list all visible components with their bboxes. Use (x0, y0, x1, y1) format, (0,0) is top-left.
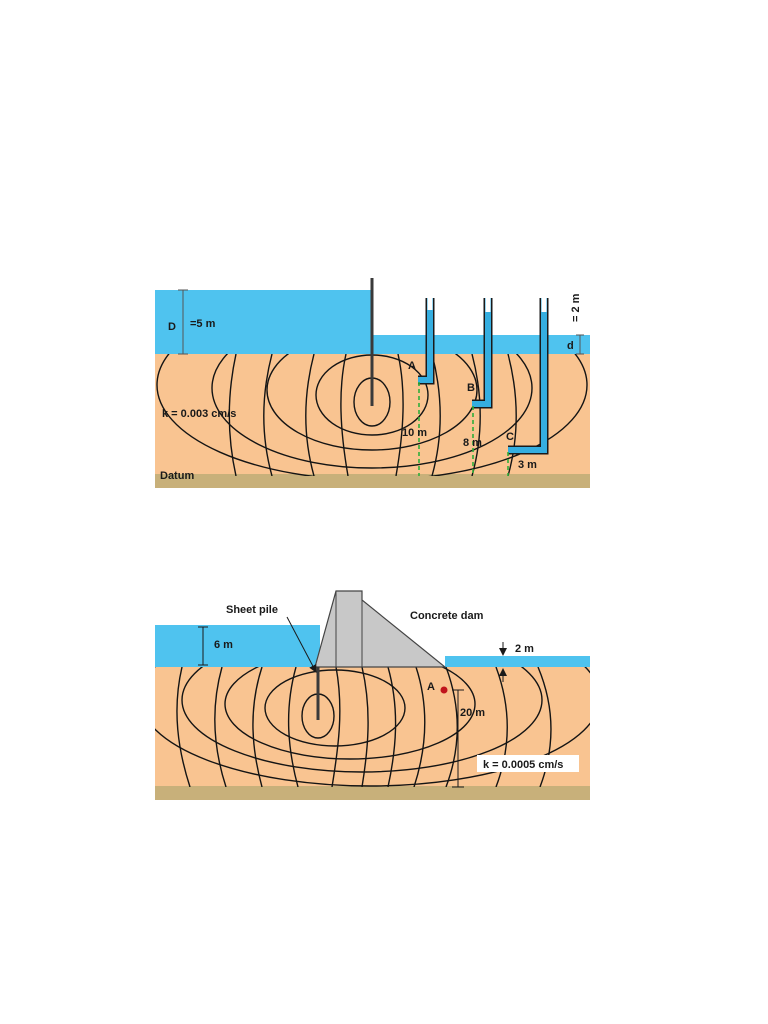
impervious-base-2 (155, 786, 590, 800)
tailwater-label: = 2 m (570, 293, 582, 322)
concrete-dam (314, 590, 447, 668)
equipotential-line (305, 354, 315, 476)
downstream-head-label-2: 2 m (515, 643, 534, 655)
equipotential-line (537, 667, 552, 787)
equipotential-line (331, 667, 341, 787)
equipotential-line (214, 667, 227, 787)
equipotential-line (387, 667, 397, 787)
k-label-1: k = 0.003 cm/s (162, 408, 236, 420)
point-a-marker (440, 686, 448, 694)
distance-a-label: 10 m (402, 427, 427, 439)
equipotential-line (413, 667, 426, 787)
tailwater-symbol: d (567, 340, 574, 352)
k-label-2: k = 0.0005 cm/s (483, 759, 563, 771)
equipotential-line (263, 354, 273, 476)
flow-line (264, 669, 406, 747)
equipotential-line (228, 354, 237, 476)
downstream-water (373, 335, 590, 354)
distance-b-label: 8 m (463, 437, 482, 449)
point-c-label: C (506, 431, 514, 443)
figure-1-sheet-pile-piezometers: D =5 m d = 2 m k = 0.003 cm/s Datum A B … (155, 278, 590, 488)
equipotential-line (471, 354, 481, 476)
upstream-head-symbol: D (168, 321, 176, 333)
upstream-water (155, 290, 373, 354)
piezometer-c (508, 298, 549, 455)
flow-line (224, 667, 476, 760)
equipotential-line (395, 354, 404, 476)
depth-label: 20 m (460, 707, 485, 719)
sheet-pile-label: Sheet pile (226, 604, 278, 616)
point-b-label: B (467, 382, 475, 394)
upstream-head-label: =5 m (190, 318, 216, 330)
figure-2-concrete-dam: Sheet pile Concrete dam 6 m 2 m A 20 m k… (155, 590, 590, 800)
k-label-box (477, 755, 579, 772)
downstream-water-2 (445, 656, 590, 667)
flow-line (211, 354, 533, 469)
piezometer-b (472, 298, 493, 409)
equipotential-line (252, 667, 263, 787)
equipotential-line (495, 667, 508, 787)
upstream-water-2 (155, 625, 320, 667)
sheet-pile-leader (286, 616, 317, 673)
equipotential-line (431, 354, 441, 476)
datum-label: Datum (160, 470, 194, 482)
flow-line (155, 667, 590, 787)
equipotential-line (176, 667, 191, 787)
equipotential-line (445, 667, 458, 787)
flow-net-2 (155, 667, 590, 787)
equipotential-line (287, 667, 299, 787)
distance-c-label: 3 m (518, 459, 537, 471)
equipotential-line (361, 667, 369, 787)
flow-line (156, 354, 588, 476)
concrete-dam-label: Concrete dam (410, 610, 484, 622)
point-a-label-2: A (427, 681, 435, 693)
piezometer-a (418, 298, 435, 385)
flow-line (181, 667, 543, 773)
equipotential-line (507, 354, 517, 476)
point-a-label: A (408, 360, 416, 372)
upstream-head-label-2: 6 m (214, 639, 233, 651)
flow-line (266, 354, 478, 451)
equipotential-line (340, 354, 349, 476)
impervious-base (155, 474, 590, 488)
